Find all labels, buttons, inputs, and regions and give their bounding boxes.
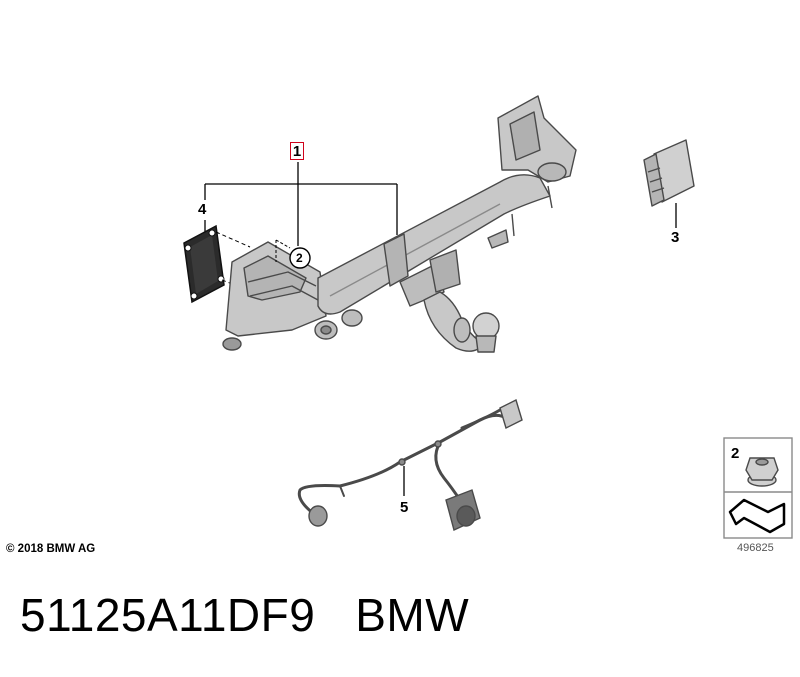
control-module	[643, 139, 695, 207]
image-id-label: 496825	[737, 542, 774, 554]
part-caption: 51125A11DF9 BMW	[20, 588, 469, 642]
callout-label-5[interactable]: 5	[400, 499, 409, 516]
callout-label-3[interactable]: 3	[671, 229, 680, 246]
legend-part-number: 2	[731, 445, 740, 462]
tow-hitch-assembly	[222, 95, 577, 353]
callout-2-circle	[275, 239, 311, 269]
callout-1-leaders	[204, 162, 398, 246]
mounting-direction-icon	[728, 498, 786, 534]
copyright-notice: © 2018 BMW AG	[6, 543, 96, 555]
part-code: 51125A11DF9	[20, 589, 316, 641]
brand-name: BMW	[355, 589, 470, 641]
callout-label-4[interactable]: 4	[198, 201, 207, 218]
hex-nut-icon	[745, 457, 779, 487]
harness-connectors	[308, 399, 523, 531]
gasket-plate	[183, 224, 251, 304]
callout-label-1[interactable]: 1	[290, 142, 304, 160]
callout-label-2[interactable]: 2	[296, 251, 303, 265]
